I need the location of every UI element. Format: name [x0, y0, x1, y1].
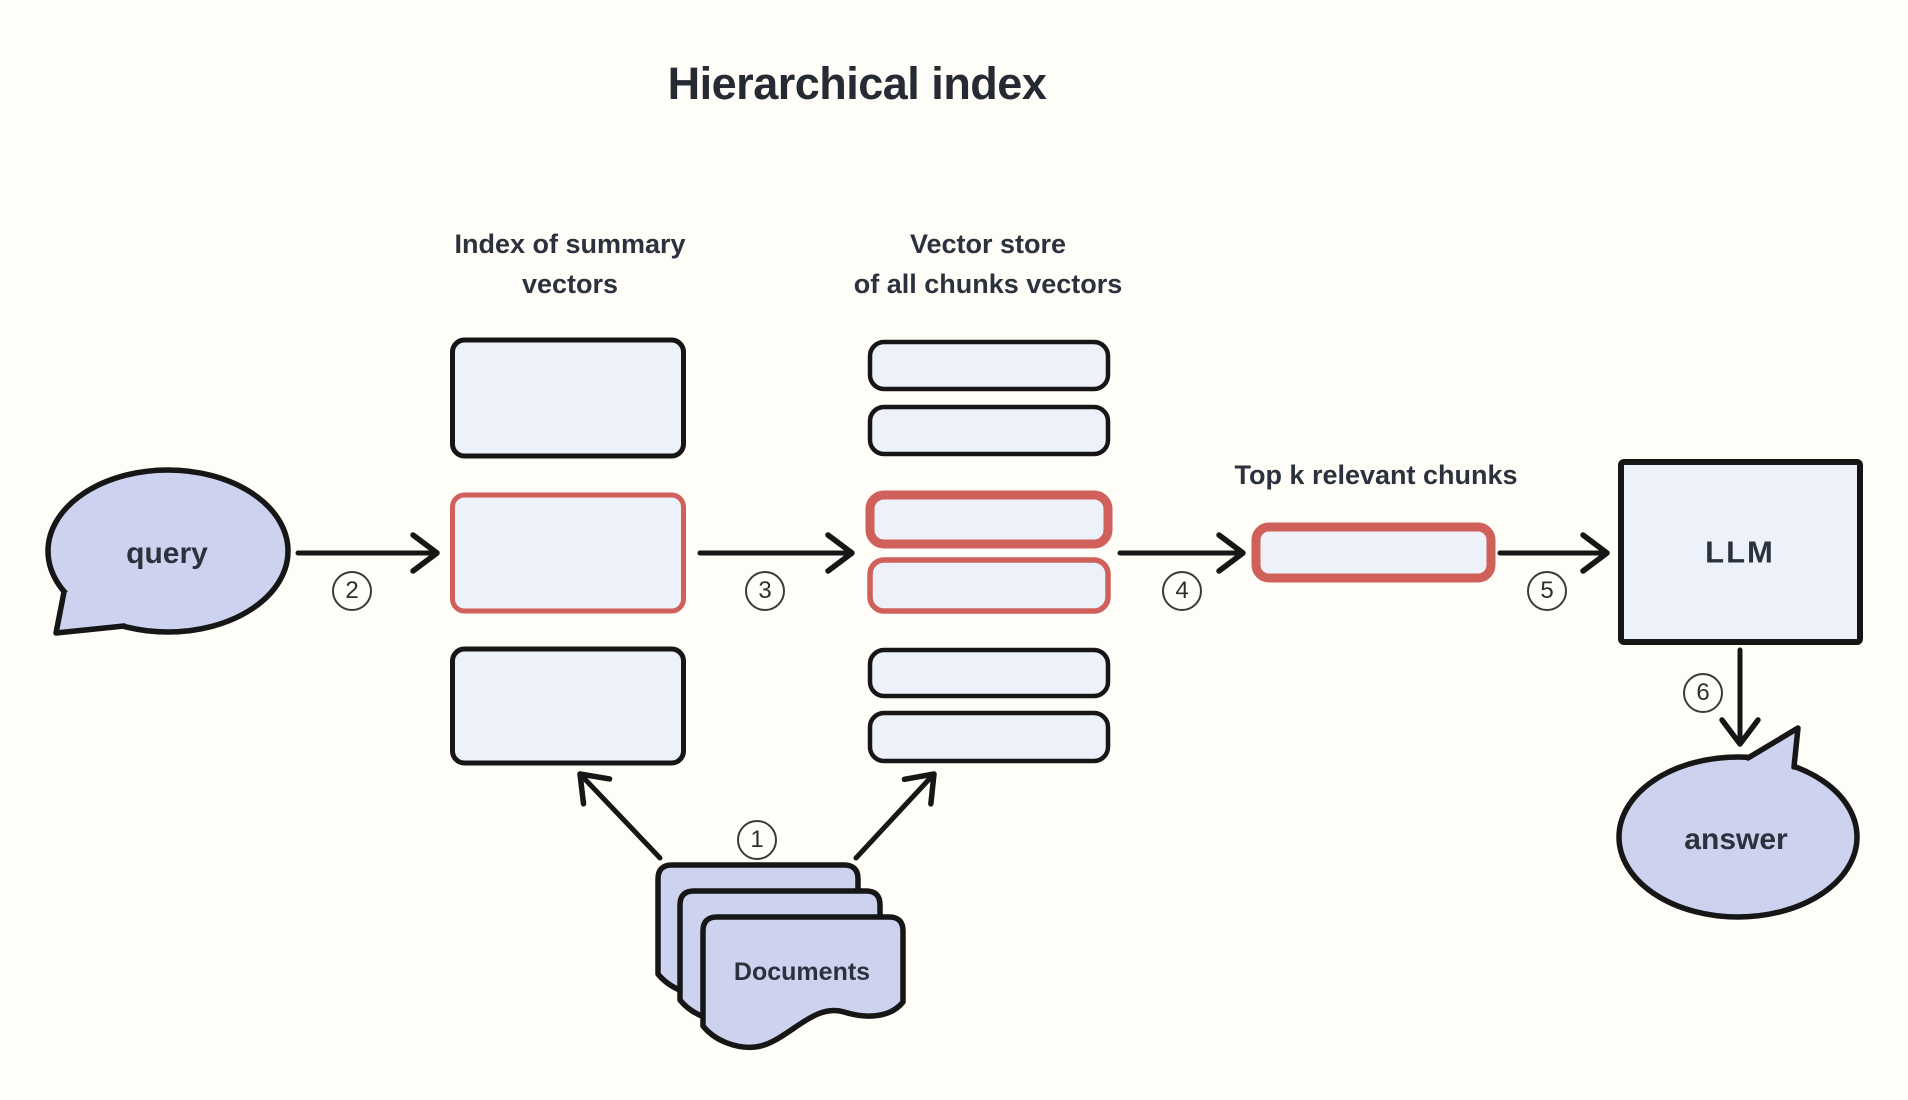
chunk-4-highlighted	[867, 557, 1111, 614]
diagram-title: Hierarchical index	[667, 58, 1047, 109]
topk-label: Top k relevant chunks	[1234, 459, 1518, 490]
query-bubble	[45, 467, 291, 636]
chunk-3-highlighted	[865, 490, 1113, 549]
summary-box-3	[450, 646, 686, 766]
chunk-2	[867, 404, 1111, 457]
llm-label: LLM	[1705, 534, 1775, 570]
summary-box-1	[450, 337, 686, 459]
step-badge-1: 1	[737, 820, 777, 860]
step-5-number: 5	[1540, 577, 1554, 604]
step-badge-4: 4	[1162, 571, 1202, 611]
query-label: query	[126, 537, 208, 570]
chunk-5	[867, 647, 1111, 699]
step-3-number: 3	[758, 577, 772, 604]
summary-index-label-line2: vectors	[521, 269, 619, 299]
chunk-1	[867, 339, 1111, 392]
arrow-docs-to-summary-index	[577, 771, 663, 861]
step-badge-6: 6	[1683, 673, 1723, 713]
llm-box	[1618, 459, 1863, 645]
answer-bubble	[1616, 725, 1860, 920]
step-badge-3: 3	[745, 571, 785, 611]
documents-stack	[655, 862, 906, 1051]
document-front-icon	[700, 914, 906, 1051]
step-1-number: 1	[750, 826, 764, 853]
step-4-number: 4	[1175, 577, 1189, 604]
query-bubble-tail	[53, 589, 127, 636]
query-bubble-tail-fill	[56, 590, 124, 633]
step-2-number: 2	[345, 577, 359, 604]
summary-index-label: Index of summary vectors	[454, 224, 685, 304]
documents-label: Documents	[733, 958, 871, 986]
answer-bubble-tail-fill	[1748, 728, 1798, 780]
step-badge-5: 5	[1527, 571, 1567, 611]
vector-store-label-line2: of all chunks vectors	[853, 269, 1123, 299]
summary-box-highlighted	[450, 492, 686, 614]
chunk-6	[867, 710, 1111, 764]
arrow-docs-to-vector-store	[853, 771, 937, 861]
step-badge-2: 2	[332, 571, 372, 611]
answer-bubble-body	[1616, 754, 1860, 920]
answer-bubble-tail	[1745, 725, 1801, 770]
vector-store-label-line1: Vector store	[909, 229, 1067, 259]
answer-label: answer	[1684, 823, 1788, 856]
summary-index-label-line1: Index of summary	[454, 229, 686, 259]
vector-store-label: Vector store of all chunks vectors	[854, 224, 1123, 304]
step-6-number: 6	[1696, 679, 1710, 706]
topk-chunk	[1251, 522, 1496, 583]
